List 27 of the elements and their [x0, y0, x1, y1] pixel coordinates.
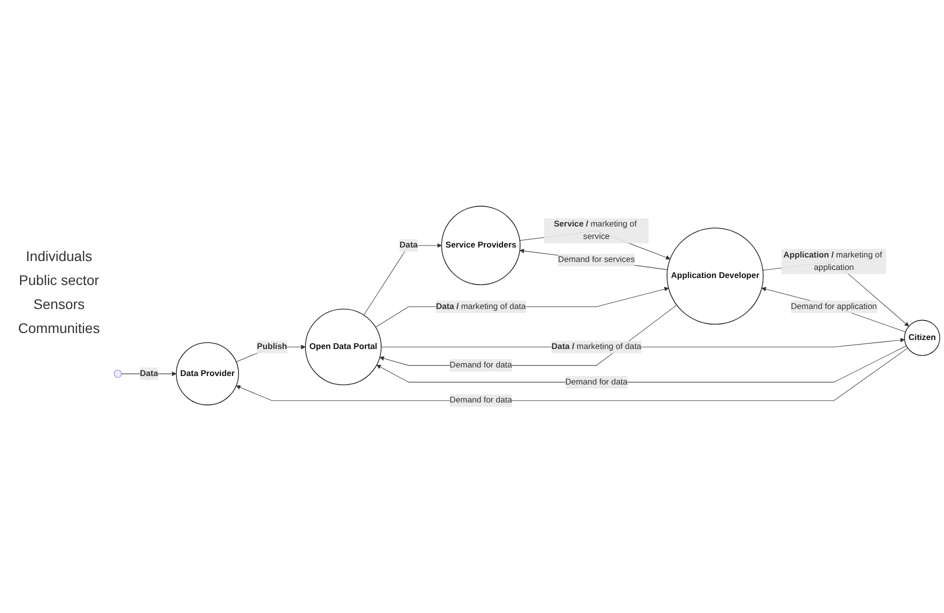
edge-label: Data / marketing of data — [551, 342, 642, 352]
node-circle: Service Providers — [441, 206, 521, 286]
source-label: Individuals — [24, 248, 94, 264]
edge-label: Demand for data — [450, 396, 512, 405]
edge-label: Demand for application — [790, 302, 877, 311]
edge-label: Data / marketing of data — [436, 302, 526, 311]
edge-label: Demand for data — [565, 377, 628, 386]
edge-label: Demand for services — [558, 255, 635, 264]
arrow — [376, 345, 907, 382]
node-circle: Application Developer — [666, 228, 764, 325]
node-circle: Data Provider — [176, 342, 239, 406]
source-label: Communities — [17, 320, 101, 336]
edge-label: Publish — [256, 342, 288, 352]
node-circle: Open Data Portal — [305, 308, 382, 386]
node-circle: Citizen — [904, 320, 940, 356]
arrow — [380, 304, 677, 366]
edge-label: Service / marketing of service — [554, 220, 637, 242]
arrow — [236, 348, 908, 401]
edge-label: Data — [140, 369, 158, 378]
edge-label: Data — [400, 240, 418, 250]
source-label: Public sector — [18, 272, 100, 288]
edge-label: Application / marketing of application — [783, 250, 882, 272]
source-label: Sensors — [32, 296, 86, 312]
edge-label: Demand for data — [450, 360, 512, 370]
arrow — [364, 243, 442, 316]
arrow — [762, 286, 906, 332]
arrow — [375, 286, 669, 328]
